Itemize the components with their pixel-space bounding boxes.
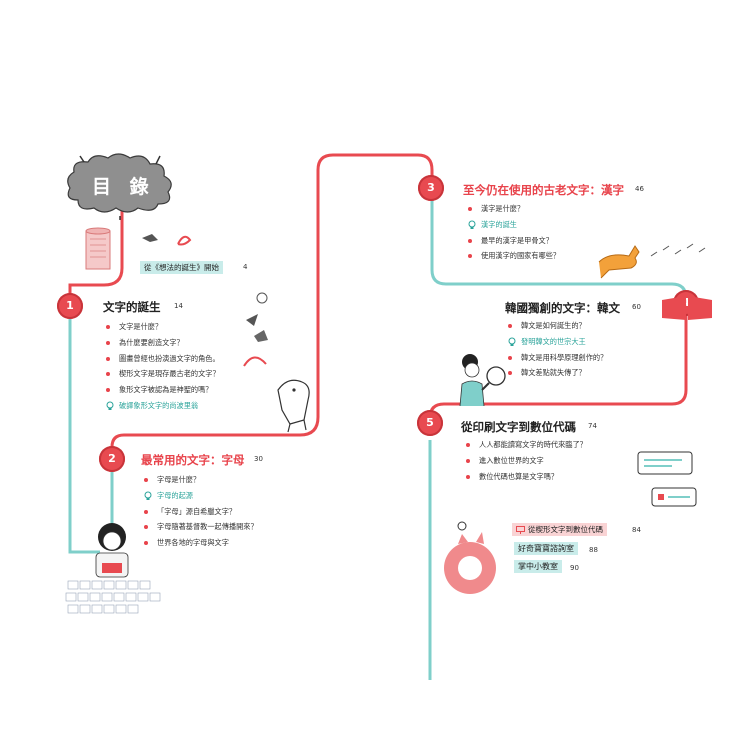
list-item[interactable]: 象形文字被認為是神聖的嗎？ bbox=[105, 382, 220, 398]
list-item[interactable]: 文字是什麼？ bbox=[105, 319, 220, 335]
chapter-1-marker: 1 bbox=[57, 293, 83, 319]
list-item-label: 破譯象形文字的尚波里翁 bbox=[119, 400, 199, 410]
intro-link[interactable]: 從《想法的誕生》開始 bbox=[140, 261, 223, 274]
list-item[interactable]: 最早的漢字是甲骨文？ bbox=[467, 233, 560, 249]
doodle-icons bbox=[142, 234, 192, 246]
chapter-2-title[interactable]: 最常用的文字：字母 bbox=[141, 453, 245, 467]
chapter-5-title[interactable]: 從印刷文字到數位代碼 bbox=[461, 420, 576, 434]
appendix-item-3[interactable]: 掌中小教室 bbox=[514, 560, 562, 573]
appendix-item-1[interactable]: 從楔形文字到數位代碼 bbox=[512, 523, 607, 536]
appendix-label: 掌中小教室 bbox=[518, 562, 558, 571]
chapter-4-page: 60 bbox=[632, 303, 641, 311]
monitor-icon bbox=[516, 526, 525, 534]
dog-illustration-icon bbox=[277, 379, 310, 433]
intro-page: 4 bbox=[243, 263, 248, 271]
lightbulb-icon bbox=[144, 491, 152, 500]
list-item[interactable]: 進入數位世界的文字 bbox=[465, 453, 587, 469]
page-title: 目 錄 bbox=[92, 176, 155, 198]
chat-bubbles-icon bbox=[637, 451, 697, 507]
list-item-label: 漢字的誕生 bbox=[481, 219, 517, 229]
chapter-5-page: 74 bbox=[588, 422, 597, 430]
appendix-label: 從楔形文字到數位代碼 bbox=[528, 525, 603, 534]
lightbulb-icon bbox=[508, 337, 516, 346]
list-item-feature[interactable]: 漢字的誕生 bbox=[467, 217, 560, 233]
appendix-label: 好奇寶寶諮詢室 bbox=[518, 544, 574, 553]
list-item[interactable]: 人人都能讀寫文字的時代來臨了？ bbox=[465, 437, 587, 453]
appendix-item-2[interactable]: 好奇寶寶諮詢室 bbox=[514, 542, 578, 555]
chapter-4-list: 韓文是如何誕生的？ 發明韓文的世宗大王 韓文是用科學原理創作的？ 韓文差點就失傳… bbox=[507, 318, 607, 381]
student-illustration-icon bbox=[65, 523, 161, 614]
title-burst-icon bbox=[67, 153, 172, 220]
list-item[interactable]: 字母隨著基督教一起傳播開來？ bbox=[143, 519, 258, 535]
list-item[interactable]: 數位代碼也算是文字嗎？ bbox=[465, 469, 587, 485]
chapter-3-marker: 3 bbox=[418, 175, 444, 201]
list-item[interactable]: 韓文差點就失傳了？ bbox=[507, 365, 607, 381]
chapter-5-marker: 5 bbox=[417, 410, 443, 436]
appendix-page: 88 bbox=[589, 546, 598, 554]
list-item-label: 字母的起源 bbox=[157, 490, 193, 500]
list-item[interactable]: 韓文是用科學原理創作的？ bbox=[507, 350, 607, 366]
chapter-5-list: 人人都能讀寫文字的時代來臨了？ 進入數位世界的文字 數位代碼也算是文字嗎？ bbox=[465, 437, 587, 484]
lightbulb-icon bbox=[468, 220, 476, 229]
chapter-1-list: 文字是什麼？ 為什麼要創造文字？ 圖畫曾經也扮演過文字的角色。 楔形文字是現存最… bbox=[105, 319, 220, 414]
list-item[interactable]: 為什麼要創造文字？ bbox=[105, 335, 220, 351]
chapter-1-page: 14 bbox=[174, 302, 183, 310]
appendix-page: 90 bbox=[570, 564, 579, 572]
chapter-2-marker: 2 bbox=[99, 446, 125, 472]
list-item-feature[interactable]: 破譯象形文字的尚波里翁 bbox=[105, 398, 220, 414]
pink-creature-illustration-icon bbox=[444, 521, 496, 594]
list-item-feature[interactable]: 發明韓文的世宗大王 bbox=[507, 334, 607, 350]
chapter-1-title[interactable]: 文字的誕生 bbox=[103, 300, 161, 314]
chapter-2-list: 字母是什麼？ 字母的起源 「字母」源自希臘文字？ 字母隨著基督教一起傳播開來？ … bbox=[143, 472, 258, 551]
chapter-3-page: 46 bbox=[635, 185, 644, 193]
scroll-icon bbox=[85, 227, 111, 270]
chapter-3-title[interactable]: 至今仍在使用的古老文字：漢字 bbox=[463, 183, 624, 197]
chapter-4-title[interactable]: 韓國獨創的文字：韓文 bbox=[505, 301, 620, 315]
hieroglyph-icons bbox=[243, 292, 268, 367]
list-item[interactable]: 韓文是如何誕生的？ bbox=[507, 318, 607, 334]
list-item[interactable]: 圖畫曾經也扮演過文字的角色。 bbox=[105, 351, 220, 367]
chapter-3-list: 漢字是什麼？ 漢字的誕生 最早的漢字是甲骨文？ 使用漢字的國家有哪些？ bbox=[467, 201, 560, 264]
intro-label: 從《想法的誕生》開始 bbox=[144, 263, 219, 272]
lightbulb-icon bbox=[106, 401, 114, 410]
list-item[interactable]: 字母是什麼？ bbox=[143, 472, 258, 488]
magnifier-illustration-icon bbox=[459, 354, 506, 406]
list-item-label: 發明韓文的世宗大王 bbox=[521, 336, 586, 346]
book-icon bbox=[662, 296, 712, 320]
list-item[interactable]: 世界各地的字母與文字 bbox=[143, 535, 258, 551]
appendix-page: 84 bbox=[632, 526, 641, 534]
list-item[interactable]: 「字母」源自希臘文字？ bbox=[143, 504, 258, 520]
list-item[interactable]: 楔形文字是現存最古老的文字？ bbox=[105, 366, 220, 382]
chapter-2-page: 30 bbox=[254, 455, 263, 463]
deer-illustration-icon bbox=[598, 243, 706, 279]
list-item-feature[interactable]: 字母的起源 bbox=[143, 488, 258, 504]
list-item[interactable]: 使用漢字的國家有哪些？ bbox=[467, 248, 560, 264]
list-item[interactable]: 漢字是什麼？ bbox=[467, 201, 560, 217]
